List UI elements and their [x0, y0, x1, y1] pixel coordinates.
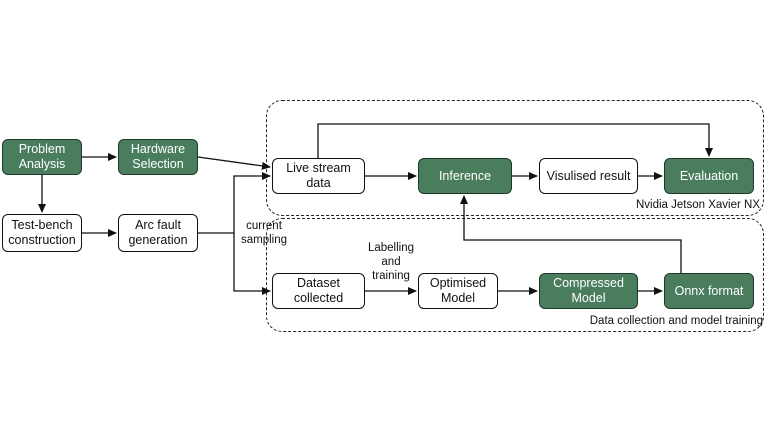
test-bench-node: Test-bench construction — [2, 214, 82, 252]
dataset-collected-node: Dataset collected — [272, 273, 365, 309]
arrow-split-to-dataset — [233, 233, 271, 295]
compressed-model-node: Compressed Model — [539, 273, 638, 309]
evaluation-node: Evaluation — [664, 158, 754, 194]
current-sampling-label: current sampling — [240, 220, 288, 246]
labelling-training-label: Labelling and training — [367, 242, 415, 282]
training-region-label: Data collection and model training — [589, 315, 763, 327]
arc-fault-node: Arc fault generation — [118, 214, 198, 252]
arrow-hardware-to-livestream — [197, 156, 271, 170]
problem-analysis-node: Problem Analysis — [2, 139, 82, 175]
jetson-region — [266, 100, 764, 216]
arrow-livestream-to-evaluation — [317, 123, 713, 158]
arrow-split-to-livestream — [233, 172, 271, 233]
visualised-result-node: Visulised result — [539, 158, 638, 194]
arrow-onnx-to-inference — [460, 195, 682, 273]
hardware-selection-node: Hardware Selection — [118, 139, 198, 175]
jetson-region-label: Nvidia Jetson Xavier NX — [636, 199, 760, 211]
onnx-format-node: Onnx format — [664, 273, 754, 309]
optimised-model-node: Optimised Model — [418, 273, 498, 309]
training-region — [266, 218, 764, 332]
live-stream-node: Live stream data — [272, 158, 365, 194]
inference-node: Inference — [418, 158, 512, 194]
